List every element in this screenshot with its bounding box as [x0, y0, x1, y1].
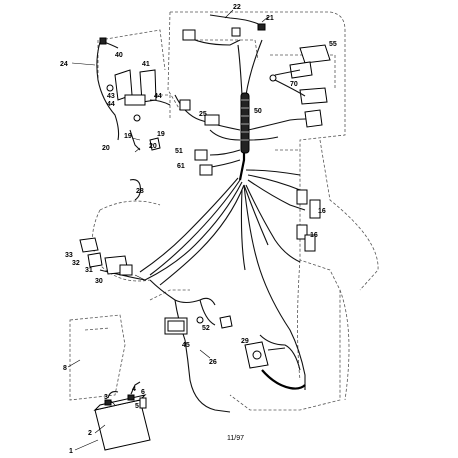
callout-32: 32 [72, 260, 80, 267]
callout-4: 4 [132, 386, 136, 393]
callout-45: 45 [182, 342, 190, 349]
callout-29: 29 [241, 338, 249, 345]
callout-40: 40 [115, 52, 123, 59]
wire-24 [96, 37, 120, 141]
callout-16-lower: 16 [310, 232, 318, 239]
callout-5: 5 [135, 403, 139, 410]
callout-6: 6 [141, 389, 145, 396]
callout-26: 26 [209, 359, 217, 366]
top-cable-assembly [182, 14, 266, 46]
callout-52: 52 [202, 325, 210, 332]
callout-25: 25 [199, 111, 207, 118]
callout-8: 8 [63, 365, 67, 372]
upper-left-bracket-parts [106, 69, 171, 201]
callout-20-left: 20 [102, 145, 110, 152]
callout-41: 41 [142, 61, 150, 68]
callout-50: 50 [254, 108, 262, 115]
callout-43: 43 [107, 93, 115, 100]
callout-70: 70 [290, 81, 298, 88]
callout-labels: 22 21 55 70 24 40 41 43 44 44 25 50 19 1… [60, 4, 337, 455]
callout-28: 28 [136, 188, 144, 195]
callout-19-right: 19 [157, 131, 165, 138]
callout-1: 1 [69, 448, 73, 455]
callout-30: 30 [95, 278, 103, 285]
callout-21: 21 [266, 15, 274, 22]
callout-51: 51 [175, 148, 183, 155]
callout-24: 24 [60, 61, 68, 68]
right-side-switches [296, 189, 321, 252]
callout-3: 3 [104, 394, 108, 401]
callout-44-right: 44 [154, 93, 162, 100]
callout-20-right: 20 [149, 143, 157, 150]
callout-61: 61 [177, 163, 185, 170]
battery-assembly [93, 381, 151, 451]
right-upper-connectors [269, 44, 331, 128]
split-loom-sheath [240, 92, 306, 390]
callout-44-left: 44 [107, 101, 115, 108]
switch-29 [244, 341, 286, 369]
callout-33: 33 [65, 252, 73, 259]
left-lower-connectors [79, 237, 133, 276]
center-connectors [179, 99, 220, 176]
callout-2: 2 [88, 430, 92, 437]
callout-31: 31 [85, 267, 93, 274]
chassis-outline [69, 11, 379, 411]
callout-leaders [67, 9, 269, 451]
module-45 [164, 315, 233, 335]
callout-19-left: 19 [124, 133, 132, 140]
footer-code: 11/97 [227, 435, 244, 442]
callout-16-upper: 16 [318, 208, 326, 215]
callout-22: 22 [233, 4, 241, 11]
callout-55: 55 [329, 41, 337, 48]
